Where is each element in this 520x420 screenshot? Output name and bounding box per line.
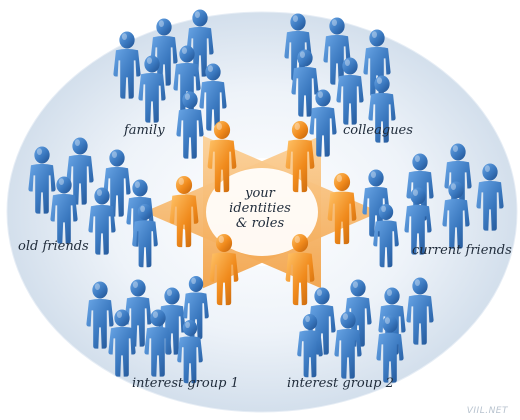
group-label-interest-group-2: interest group 2 [287, 376, 394, 391]
center-label-line: your [245, 186, 275, 201]
person-icon [344, 279, 372, 347]
person-icon [158, 287, 186, 355]
person-icon [476, 163, 504, 231]
center-disc [206, 168, 318, 256]
group-label-old-friends: old friends [18, 239, 89, 254]
orange-person-icon [169, 176, 199, 248]
person-icon [291, 49, 319, 117]
watermark-text: VIIL.NET [466, 406, 508, 416]
person-icon [108, 309, 136, 377]
person-icon [362, 169, 390, 237]
center-label-line: identities [229, 201, 291, 216]
person-icon [173, 45, 201, 113]
person-icon [442, 181, 470, 249]
person-icon [334, 311, 362, 379]
person-icon [132, 204, 158, 268]
center-label-line: & roles [235, 216, 285, 231]
orange-person-icon [209, 234, 239, 306]
group-label-interest-group-1: interest group 1 [132, 376, 239, 391]
person-icon [323, 17, 351, 85]
person-icon [28, 146, 56, 214]
person-icon [308, 287, 336, 355]
person-icon [176, 91, 204, 159]
person-icon [199, 63, 227, 131]
group-label-colleagues: colleagues [343, 123, 413, 138]
person-icon [113, 31, 141, 99]
person-icon [177, 320, 203, 384]
person-icon [150, 18, 178, 86]
person-icon [309, 89, 337, 157]
person-icon [183, 276, 209, 340]
person-icon [336, 57, 364, 125]
person-icon [373, 204, 399, 268]
center-label: your identities & roles [210, 186, 310, 231]
person-icon [297, 314, 323, 378]
person-icon [363, 29, 391, 97]
person-icon [138, 55, 166, 123]
person-icon [376, 315, 404, 383]
person-icon [144, 309, 172, 377]
orange-person-icon [207, 121, 237, 193]
group-label-current-friends: current friends [412, 243, 512, 258]
group-label-family: family [124, 123, 165, 138]
person-icon [404, 187, 432, 255]
person-icon [406, 277, 434, 345]
person-icon [186, 9, 214, 77]
person-icon [368, 75, 396, 143]
person-icon [103, 149, 131, 217]
